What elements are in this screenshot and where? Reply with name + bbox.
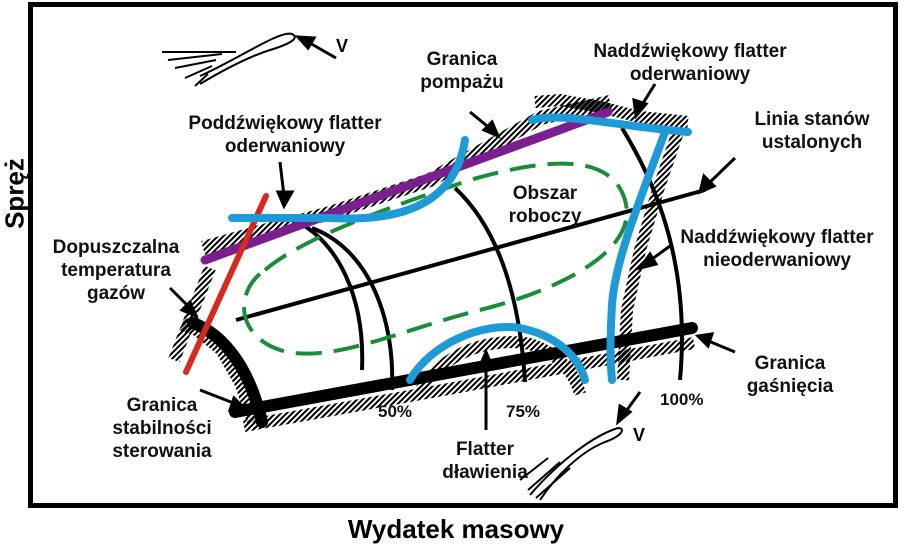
surge-boundary-line <box>200 107 613 265</box>
y-axis-title: Spręż <box>0 158 30 229</box>
speed-line-left <box>289 216 365 371</box>
choke-flutter-hatching <box>414 336 586 396</box>
speed-label-50: 50% <box>378 402 413 421</box>
label-subsonic-stall-flutter: Poddźwiękowy flatter oderwaniowy <box>188 113 382 157</box>
label-granica-pompazu: Granica pompażu <box>420 49 504 93</box>
diagram-frame <box>28 2 898 508</box>
arrow-head <box>477 348 495 368</box>
steady-state-line <box>235 188 706 322</box>
arrow-head <box>636 251 659 271</box>
arrow-velocity-top <box>307 40 337 60</box>
arrow-head <box>294 35 317 51</box>
choke-flutter-curve <box>406 323 589 384</box>
label-supersonic-stall-flutter: Naddźwiękowy flatter oderwaniowy <box>593 41 787 85</box>
speed-line-50 <box>311 226 395 391</box>
arrow-head <box>227 395 248 412</box>
arrow-head <box>697 173 717 195</box>
supersonic-unstalled-hatching <box>617 130 684 381</box>
subsonic-stall-flutter-curve <box>228 136 469 223</box>
arrow-subsonic-stall <box>278 161 286 197</box>
arrow-head <box>179 299 199 319</box>
arrow-head <box>632 97 649 120</box>
extinction-boundary-line <box>229 322 698 418</box>
speed-label-100: 100% <box>660 390 704 409</box>
blade-sketch-bottom <box>519 426 623 501</box>
pointer-arrows <box>168 35 737 430</box>
arrow-head <box>481 119 501 139</box>
speed-line-100 <box>620 126 684 381</box>
arrow-head <box>694 332 715 349</box>
label-control-stability-boundary: Granica stabilności sterowania <box>112 395 212 462</box>
label-supersonic-unstalled-flutter: Naddźwiękowy flatter nieoderwaniowy <box>680 227 874 271</box>
label-working-area: Obszar roboczy <box>508 183 582 227</box>
temperature-limit-line <box>183 193 269 375</box>
speed-label-75: 75% <box>506 402 541 421</box>
velocity-label-bottom: V <box>633 425 646 445</box>
arrow-control-stability <box>199 388 237 406</box>
arrow-steady-line <box>706 156 737 186</box>
blade-sketch-top <box>162 32 296 87</box>
x-axis-title: Wydatek masowy <box>347 514 565 544</box>
arrow-head <box>275 190 295 210</box>
label-choke-flutter: Flatter dławienia <box>442 439 528 483</box>
working-area-outline <box>242 161 629 356</box>
label-allowed-gas-temperature: Dopuszczalna temperatura gazów <box>52 237 180 304</box>
supersonic-stall-hatching <box>534 93 689 128</box>
label-extinction-boundary: Granica gaśnięcia <box>746 353 834 397</box>
speed-line-75 <box>453 186 527 383</box>
velocity-label-top: V <box>336 36 349 56</box>
label-steady-state-line: Linia stanów ustalonych <box>754 109 870 153</box>
supersonic-unstalled-flutter-curve <box>606 128 669 384</box>
arrow-head <box>616 403 633 426</box>
